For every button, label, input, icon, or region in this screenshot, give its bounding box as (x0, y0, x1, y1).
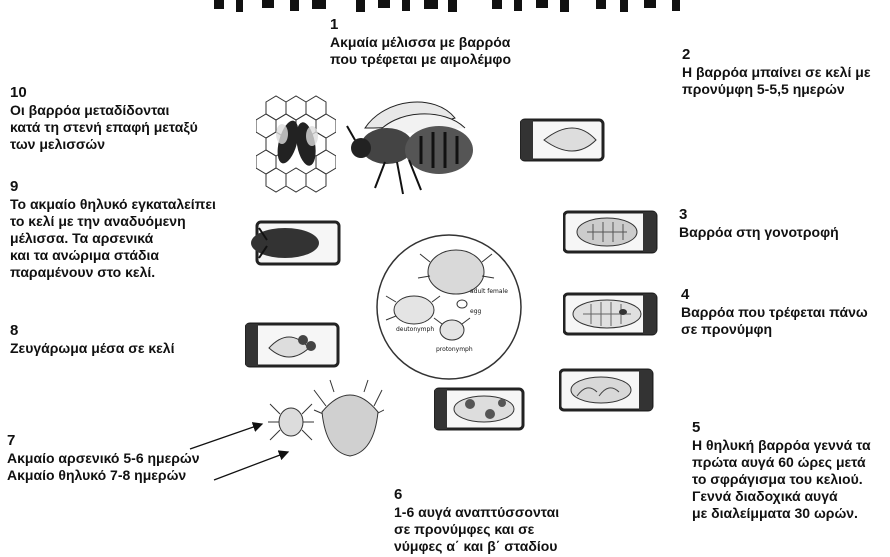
arrow-to-male (190, 424, 262, 449)
arrow-to-female (214, 452, 288, 480)
